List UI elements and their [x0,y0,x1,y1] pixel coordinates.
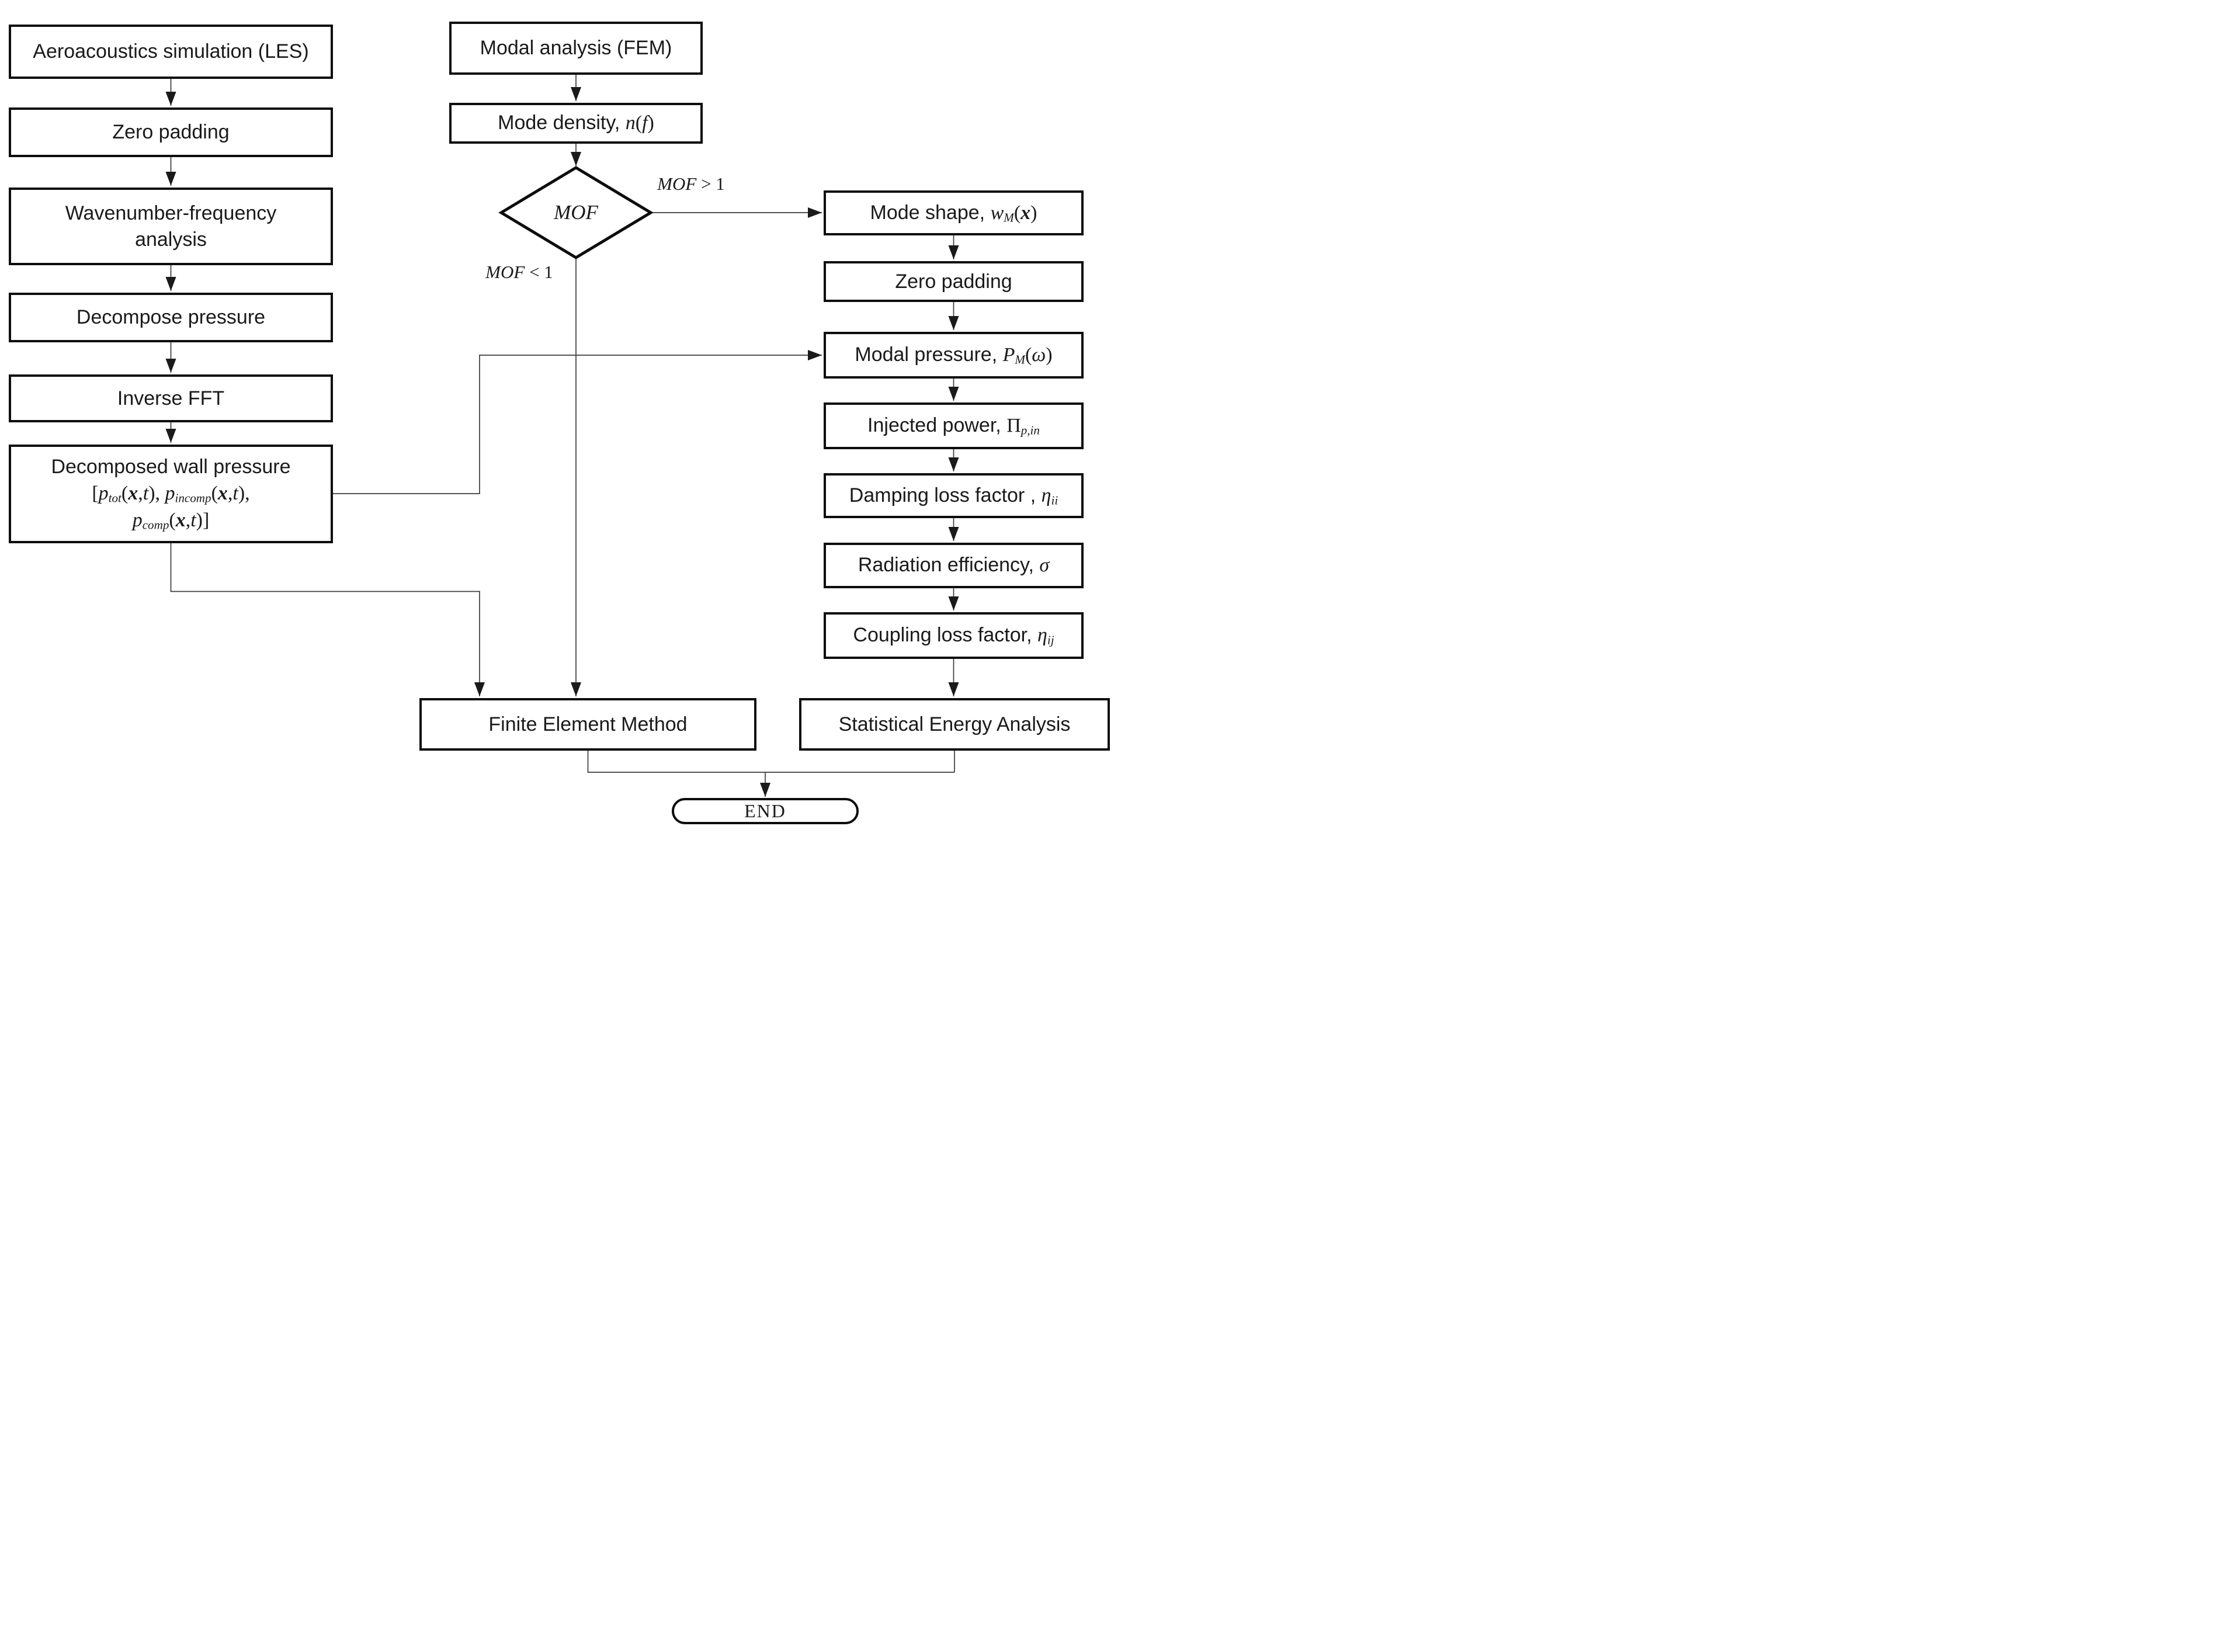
node-aeroacoustics-simulation: Aeroacoustics simulation (LES) [9,25,333,79]
connector-layer [165,75,959,797]
edge-label-mof-less-1: MOF < 1 [485,262,553,282]
node-decomposed-wall-pressure: Decomposed wall pressure[ptot(x,t), pinc… [9,445,333,543]
node-modal-pressure: Modal pressure, PM(ω) [824,332,1084,379]
node-zero-padding-right: Zero padding [824,261,1084,302]
node-mode-density: Mode density, n(f) [449,103,703,144]
edge-label-mof-greater-1: MOF > 1 [657,173,725,194]
node-injected-power: Injected power, Πp,in [824,402,1084,449]
node-coupling-loss-factor: Coupling loss factor, ηij [824,612,1084,659]
flowchart-canvas: Aeroacoustics simulation (LES) Zero padd… [0,0,1113,826]
node-zero-padding-left: Zero padding [9,107,333,157]
node-modal-analysis: Modal analysis (FEM) [449,22,703,75]
node-damping-loss-factor: Damping loss factor , ηii [824,473,1084,518]
decision-mof-label: MOF [554,201,598,224]
node-statistical-energy-analysis: Statistical Energy Analysis [799,698,1110,751]
decision-diamond-shape [498,166,654,259]
node-finite-element-method: Finite Element Method [419,698,756,751]
node-end-terminator: END [672,798,859,824]
node-inverse-fft: Inverse FFT [9,374,333,422]
node-decompose-pressure: Decompose pressure [9,293,333,342]
connector-wallpressure-modalpressure [333,350,822,494]
node-radiation-efficiency: Radiation efficiency, σ [824,543,1084,588]
node-mode-shape: Mode shape, wM(x) [824,190,1084,235]
connector-fem-join [587,751,954,773]
connector-wallpressure-fem [170,543,485,696]
